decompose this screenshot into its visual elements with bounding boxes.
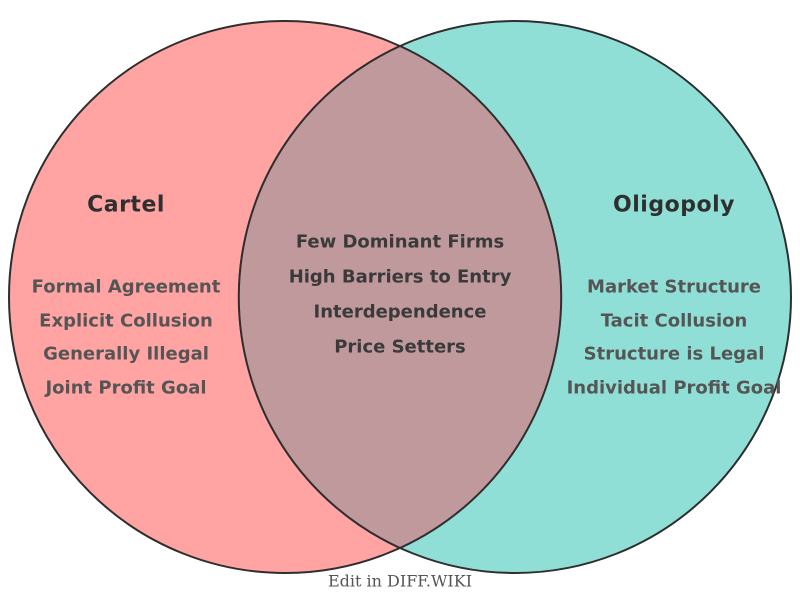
right-set-item: Structure is Legal [583, 343, 765, 365]
right-set-item: Tacit Collusion [600, 310, 748, 332]
edit-in-diffwiki-link[interactable]: Edit in DIFF.WIKI [327, 571, 473, 591]
overlap-item: Interdependence [313, 301, 487, 323]
overlap-item: High Barriers to Entry [288, 266, 512, 288]
left-set-item: Explicit Collusion [39, 310, 213, 332]
left-set-item: Joint Profit Goal [45, 377, 207, 399]
left-set-item: Generally Illegal [43, 343, 209, 365]
left-set-title: Cartel [87, 192, 165, 218]
overlap-lens-outline [237, 44, 563, 550]
left-set-item: Formal Agreement [31, 276, 221, 298]
overlap-item: Price Setters [334, 336, 466, 358]
overlap-lens [238, 46, 562, 548]
right-set-title: Oligopoly [613, 192, 735, 218]
right-set-item: Individual Profit Goal [566, 377, 782, 399]
overlap-item: Few Dominant Firms [295, 231, 505, 253]
right-set-item: Market Structure [587, 276, 761, 298]
